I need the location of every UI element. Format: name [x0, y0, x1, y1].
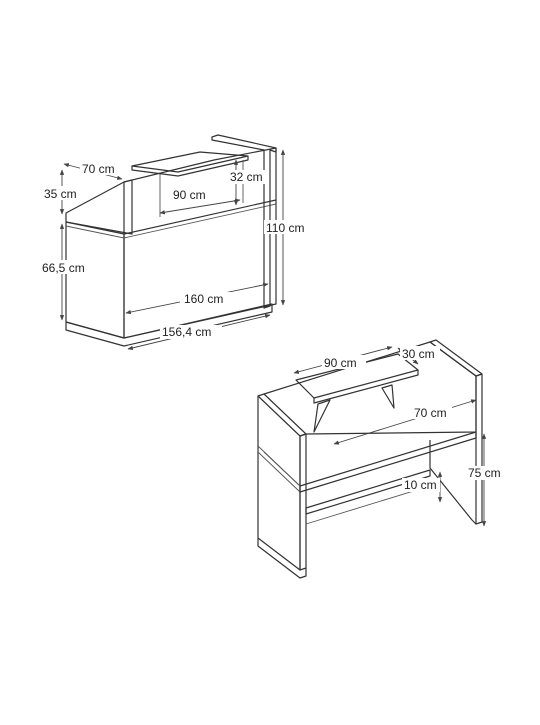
- label-back-shelf-depth: 30 cm: [402, 347, 435, 361]
- back-view-labels: 90 cm 30 cm 70 cm 75 cm 10 cm: [322, 346, 506, 492]
- shelf-bracket-left: [313, 399, 331, 433]
- front-view-labels: 70 cm 35 cm 66,5 cm 110 cm 32 cm 90 cm 1…: [40, 161, 308, 339]
- top-shelf: [131, 151, 249, 173]
- label-desk-height: 75 cm: [468, 466, 501, 480]
- upper-panel: [65, 179, 133, 235]
- counter-line: [123, 199, 277, 235]
- label-shelf-height: 32 cm: [230, 170, 263, 184]
- label-shelf-depth: 70 cm: [82, 162, 115, 176]
- label-base-width: 156,4 cm: [162, 325, 211, 339]
- label-desk-width: 160 cm: [184, 292, 223, 306]
- label-total-height: 110 cm: [266, 221, 304, 235]
- label-back-shelf-width: 90 cm: [324, 356, 357, 370]
- back-view-drawing: [257, 339, 483, 579]
- label-lower-height: 66,5 cm: [42, 261, 85, 275]
- lower-front-face: [65, 221, 125, 339]
- label-shelf-width: 90 cm: [173, 188, 206, 202]
- crossbar: [305, 469, 431, 515]
- base-plinth: [65, 303, 273, 347]
- label-desk-depth: 70 cm: [414, 406, 447, 420]
- label-crossbar-height: 10 cm: [404, 478, 437, 492]
- shelf-bracket-right: [381, 384, 395, 409]
- label-upper-height: 35 cm: [44, 187, 77, 201]
